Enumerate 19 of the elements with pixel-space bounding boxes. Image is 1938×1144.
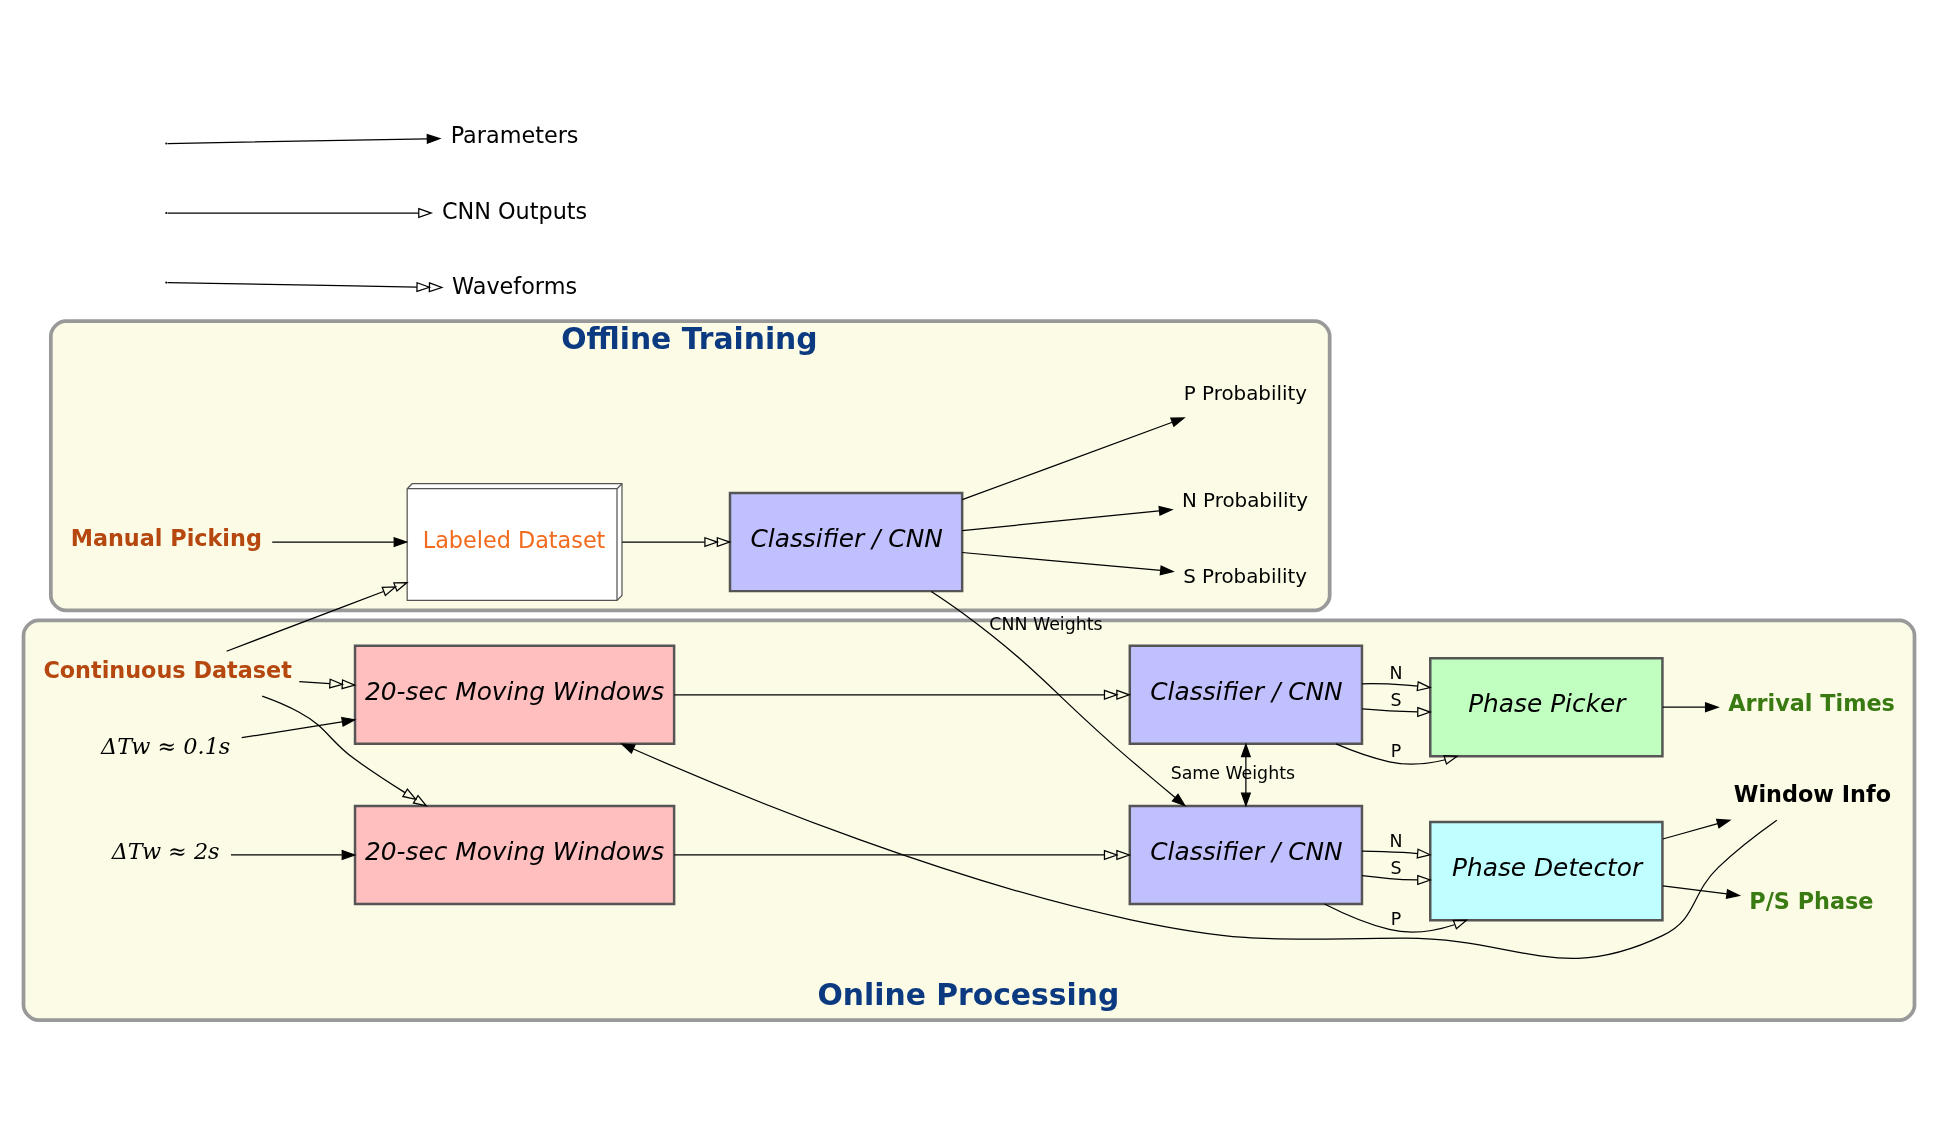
node-text: N Probability bbox=[1181, 488, 1309, 512]
node-text: S Probability bbox=[1183, 564, 1308, 588]
edge-label: S bbox=[1390, 857, 1402, 878]
legend-label: Parameters bbox=[450, 121, 579, 148]
node-text: Window Info bbox=[1733, 780, 1891, 807]
edge-label: N bbox=[1389, 830, 1403, 851]
legend-label: CNN Outputs bbox=[441, 197, 588, 224]
edge-label: P bbox=[1390, 740, 1402, 761]
node-text: Manual Picking bbox=[70, 524, 262, 551]
edge-label: S bbox=[1390, 689, 1402, 710]
node-text: Arrival Times bbox=[1728, 689, 1895, 716]
node-text: Continuous Dataset bbox=[43, 656, 292, 683]
node-text: ΔTw ≈ 2s bbox=[111, 837, 220, 864]
legend-label: Waveforms bbox=[452, 272, 578, 299]
node-text: P/S Phase bbox=[1749, 887, 1874, 914]
edge-label: P bbox=[1390, 908, 1402, 929]
edge-label: N bbox=[1389, 662, 1403, 683]
node-text: P Probability bbox=[1183, 381, 1308, 405]
node-text: ΔTw ≈ 0.1s bbox=[101, 732, 231, 759]
